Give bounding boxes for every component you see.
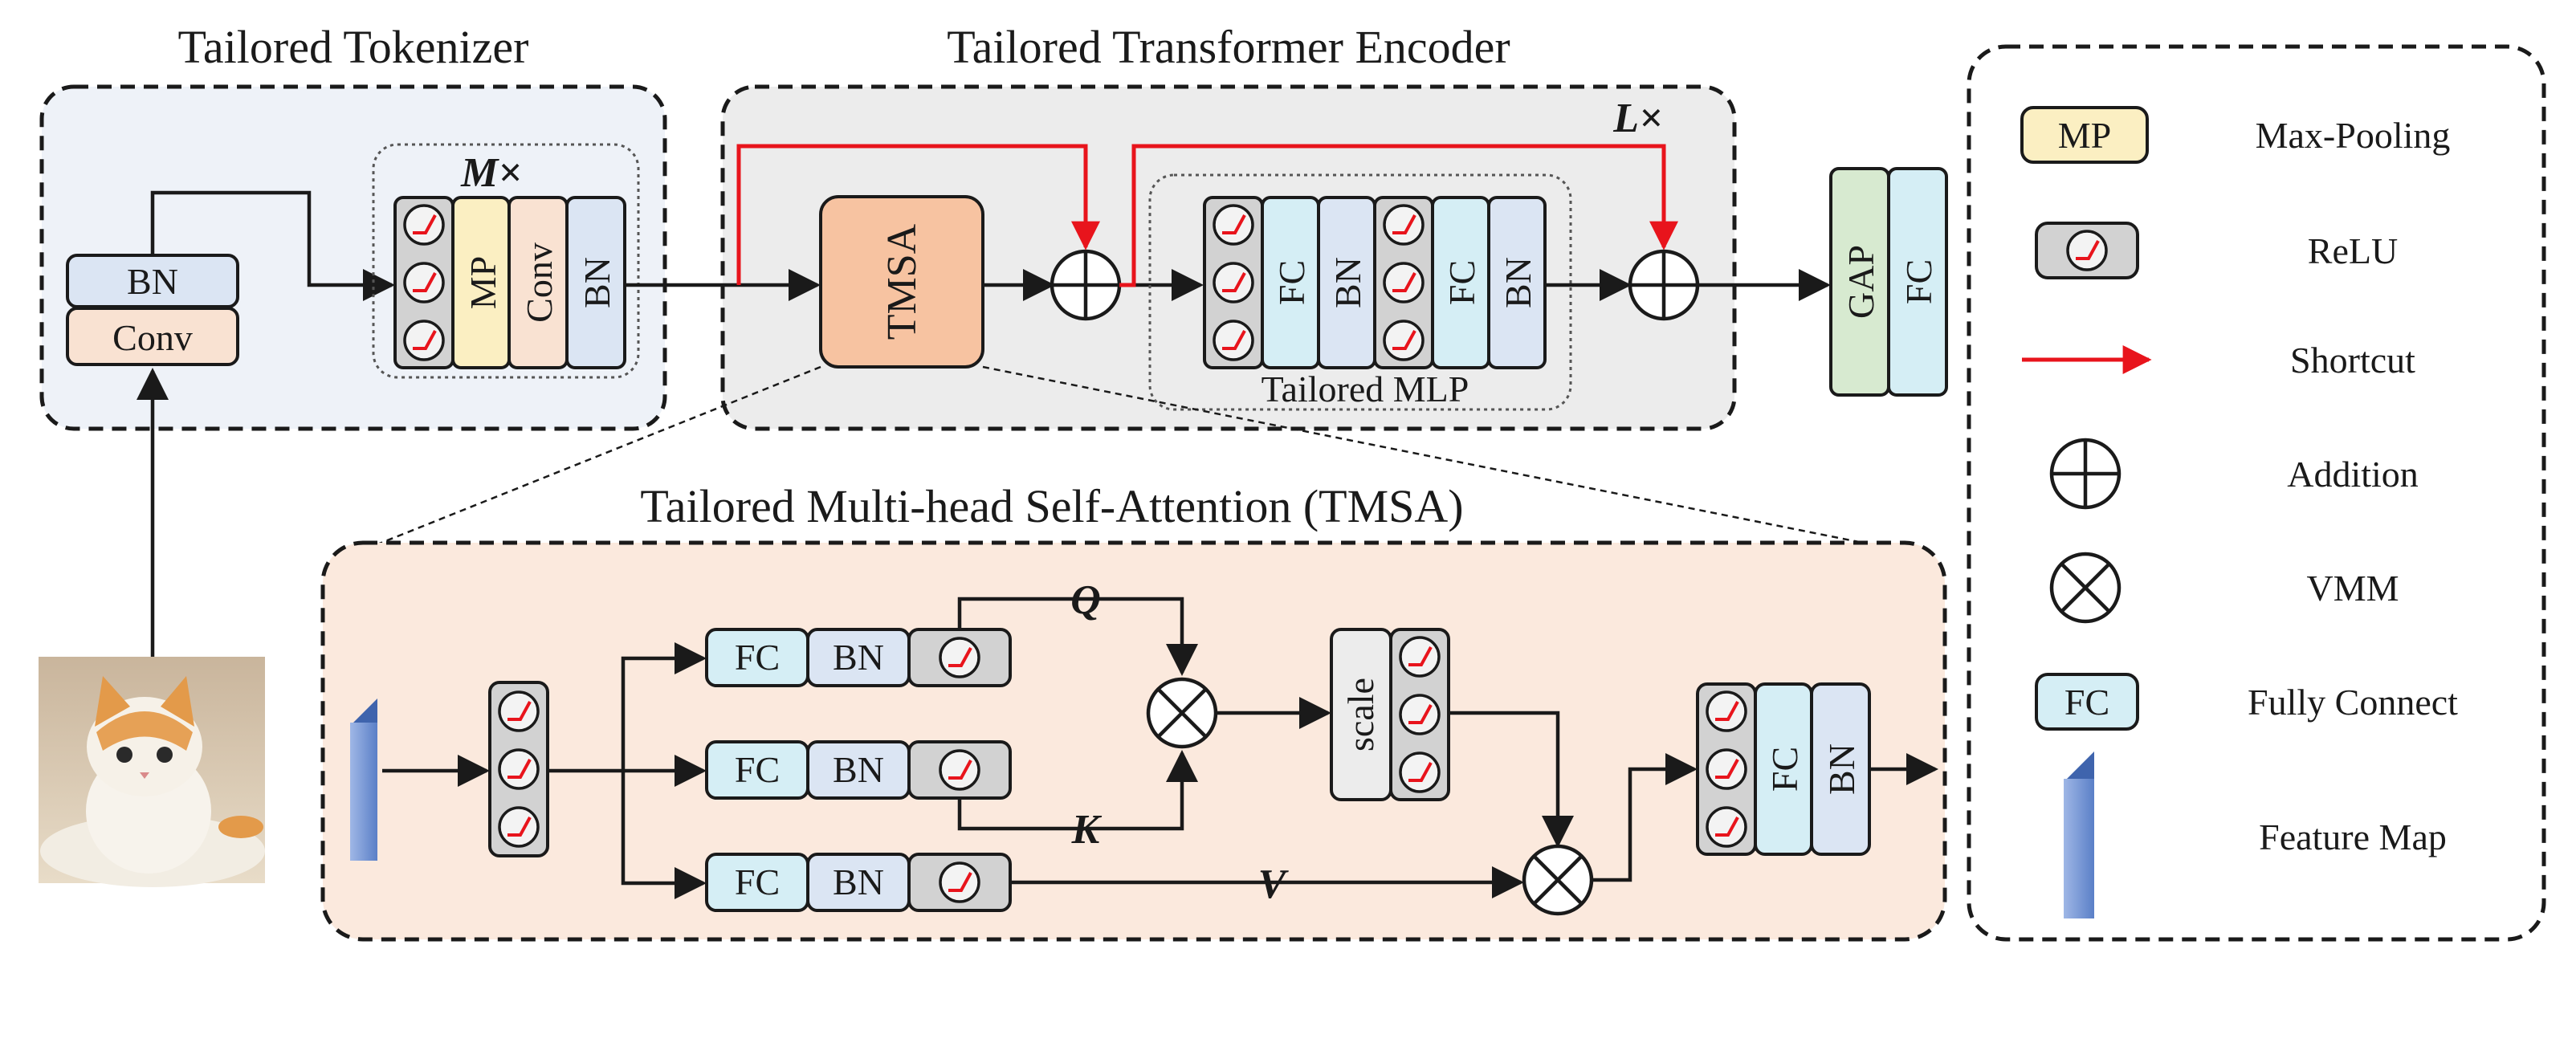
- relu-icon: [1383, 204, 1425, 246]
- q-branch: FC BN: [705, 628, 1012, 687]
- relu-icon: [498, 806, 540, 848]
- k-branch: FC BN: [705, 740, 1012, 800]
- relu-icon: [1706, 690, 1747, 732]
- encoder-title: Tailored Transformer Encoder: [947, 21, 1510, 73]
- mlp-bn1-label: BN: [1327, 257, 1368, 308]
- addition-icon: [2052, 440, 2119, 507]
- q-fc-label: FC: [735, 637, 780, 678]
- head-fc-block: [1887, 167, 1948, 397]
- mlp-bn2-label: BN: [1498, 257, 1539, 308]
- tmsa-detail: Tailored Multi-head Self-Attention (TMSA…: [320, 480, 1947, 942]
- relu-icon: [939, 749, 980, 791]
- k-fc-label: FC: [735, 749, 780, 790]
- tailored-tokenizer: Tailored Tokenizer BN Conv M× MP Conv BN: [39, 21, 667, 431]
- relu-icon: [1213, 204, 1254, 246]
- v-fc-label: FC: [735, 861, 780, 902]
- out-bn-label: BN: [1821, 743, 1862, 795]
- head-fc-label: FC: [1898, 259, 1939, 304]
- k-bn-label: BN: [833, 749, 884, 790]
- relu-icon: [1706, 806, 1747, 848]
- legend-feature-map-label: Feature Map: [2259, 817, 2447, 857]
- vmm-to-out-arrow: [1592, 753, 1698, 882]
- legend-shortcut-label: Shortcut: [2290, 340, 2415, 381]
- addition-icon: [1630, 251, 1698, 319]
- tailored-transformer-encoder: Tailored Transformer Encoder L× TMSA Tai…: [625, 21, 1737, 431]
- relu-icon: [939, 861, 980, 903]
- zoom-guide-left: [377, 365, 821, 546]
- branch-q-arrow: [548, 642, 707, 773]
- vmm-icon: [2052, 554, 2119, 621]
- k-path: [957, 750, 1198, 831]
- zoom-guide-right: [982, 365, 1872, 546]
- tokenizer-bn2-label: BN: [577, 257, 618, 308]
- relu-icon: [1399, 751, 1441, 793]
- relu-icon: [2066, 230, 2108, 271]
- branch-v-arrow: [621, 771, 707, 899]
- legend-fc-symbol: FC: [2064, 682, 2109, 723]
- feature-map-icon: [350, 698, 377, 861]
- legend-vmm-label: VMM: [2306, 568, 2399, 609]
- relu-icon: [403, 320, 445, 361]
- relu-icon: [498, 690, 540, 732]
- scale-label: scale: [1340, 678, 1381, 751]
- legend: MP Max-Pooling ReLU Shortcut Addition VM…: [1967, 44, 2546, 942]
- relu-icon: [939, 637, 980, 678]
- q-path: [957, 597, 1198, 676]
- v-label: V: [1258, 861, 1290, 907]
- v-bn-label: BN: [833, 861, 884, 902]
- legend-mp-symbol: MP: [2058, 115, 2111, 156]
- legend-mp-swatch: [2020, 106, 2149, 164]
- q-label: Q: [1070, 577, 1101, 623]
- relu-icon: [1213, 262, 1254, 303]
- mlp-title: Tailored MLP: [1262, 369, 1469, 409]
- gap-label: GAP: [1840, 245, 1881, 319]
- legend-addition-label: Addition: [2287, 454, 2419, 495]
- relu-icon: [1399, 694, 1441, 735]
- scale-to-vmm-arrow: [1449, 711, 1574, 848]
- shortcut-arrow-2: [1119, 144, 1678, 287]
- legend-relu-label: ReLU: [2308, 230, 2398, 271]
- vmm-icon: [1524, 846, 1592, 914]
- vmm-icon: [1148, 679, 1216, 747]
- encoder-repeat-label: L×: [1612, 96, 1662, 141]
- k-label: K: [1071, 807, 1103, 853]
- tokenizer-repeat-box: [372, 143, 640, 379]
- shortcut-arrow-1: [736, 144, 1100, 285]
- tokenizer-conv-block: [66, 307, 239, 366]
- relu-icon: [1399, 636, 1441, 678]
- mlp-fc1-label: FC: [1271, 260, 1312, 305]
- feature-map-icon: [2064, 751, 2094, 918]
- relu-icon: [498, 748, 540, 790]
- cat-photo: [39, 657, 265, 887]
- relu-icon: [403, 262, 445, 303]
- tokenizer-conv2-label: Conv: [519, 242, 560, 323]
- legend-mp-label: Max-Pooling: [2256, 115, 2451, 156]
- legend-box: [1967, 44, 2546, 942]
- classification-head: GAP FC: [1829, 167, 1948, 397]
- tokenizer-mp-label: MP: [463, 256, 503, 309]
- relu-icon: [1213, 320, 1254, 361]
- relu-icon: [1383, 320, 1425, 361]
- tokenizer-title: Tailored Tokenizer: [178, 21, 529, 73]
- addition-icon: [1052, 251, 1119, 319]
- out-fc-label: FC: [1764, 747, 1805, 792]
- tokenizer-bn2-block: [565, 196, 626, 369]
- q-bn-label: BN: [833, 637, 884, 678]
- tokenizer-bn-label: BN: [127, 261, 178, 302]
- mlp-bn2-block: [1487, 196, 1547, 369]
- tokenizer-conv-label: Conv: [112, 317, 193, 358]
- tmsa-title: Tailored Multi-head Self-Attention (TMSA…: [640, 480, 1463, 532]
- relu-icon: [1706, 748, 1747, 790]
- legend-fc-label: Fully Connect: [2248, 682, 2458, 723]
- legend-fc-swatch: [2035, 673, 2139, 731]
- tmsa-block: [819, 195, 984, 369]
- mlp-fc2-label: FC: [1441, 260, 1482, 305]
- relu-icon: [403, 204, 445, 246]
- v-branch: FC BN: [705, 853, 1012, 912]
- tokenizer-arrow: [150, 190, 395, 301]
- relu-icon: [1383, 262, 1425, 303]
- tmsa-block-label: TMSA: [879, 223, 925, 340]
- tokenizer-repeat-label: M×: [460, 150, 522, 196]
